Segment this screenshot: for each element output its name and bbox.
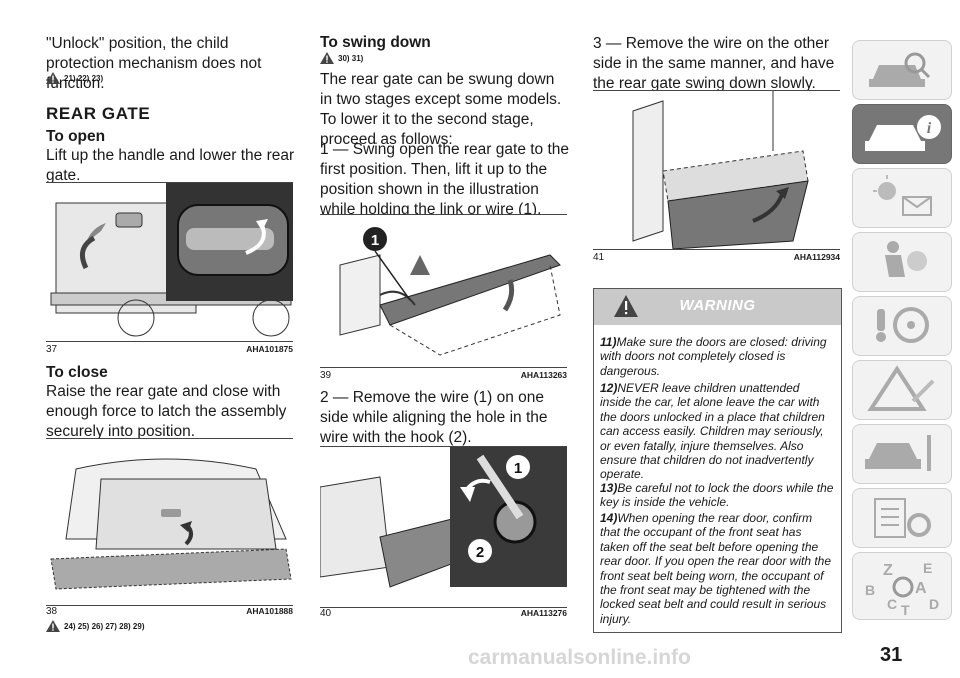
callout-1-marker	[363, 227, 387, 251]
warning-number: 11)	[600, 335, 617, 349]
warning-refs: 30) 31)	[338, 53, 364, 63]
warning-refs: 24) 25) 26) 27) 28) 29)	[64, 621, 145, 631]
step-3-text: 3 — Remove the wire on the other side in…	[593, 35, 835, 92]
figure-38-caption: 38 AHA101888	[46, 606, 293, 617]
tab-car-search[interactable]	[852, 40, 952, 100]
warning-triangle-icon	[46, 620, 60, 632]
index-letter: C	[887, 596, 897, 612]
swing-down-first-stage-illustration: 1	[339, 227, 561, 356]
alphabetical-index-icon: Z E A B C T D	[865, 560, 939, 618]
warning-item-14: 14)When opening the rear door, confirm t…	[600, 511, 834, 626]
callout-1-label: 1	[514, 460, 522, 477]
figure-38	[46, 438, 293, 606]
warning-text: Make sure the doors are closed: driving …	[600, 335, 827, 378]
figure-40-caption: 40 AHA113276	[320, 608, 567, 619]
warning-number: 13)	[600, 481, 618, 495]
warning-item-11: 11)Make sure the doors are closed: drivi…	[600, 335, 834, 378]
close-title: To close	[46, 364, 108, 381]
figure-code: AHA113276	[520, 608, 567, 618]
figure-39: 1	[320, 214, 567, 368]
warning-number: 12)	[600, 381, 618, 395]
warning-item-12: 12)NEVER leave children unattended insid…	[600, 381, 834, 482]
car-search-icon	[869, 52, 931, 87]
warning-triangle-icon	[46, 72, 60, 84]
index-letter: T	[901, 602, 910, 618]
close-text: Raise the rear gate and close with enoug…	[46, 383, 287, 440]
figure-41-caption: 41 AHA112934	[593, 252, 840, 263]
figure-number: 39	[320, 370, 332, 381]
intro-warning-refs: 21) 22) 23)	[46, 72, 103, 84]
warning-lights-message-icon	[873, 175, 932, 216]
callout-1-marker	[506, 455, 530, 479]
figure-code: AHA101875	[246, 344, 293, 354]
swing-warning-refs: 30) 31)	[320, 52, 363, 64]
figure-37	[46, 182, 293, 342]
callout-2-marker	[468, 539, 492, 563]
rear-gate-close-illustration	[50, 458, 292, 590]
warning-box: WARNING 11)Make sure the doors are close…	[593, 288, 842, 633]
figure-code: AHA101888	[246, 606, 293, 616]
figure-number: 40	[320, 608, 332, 619]
warning-triangle-tools-icon	[867, 365, 935, 411]
warning-item-13: 13)Be careful not to lock the doors whil…	[600, 481, 834, 510]
warning-title: WARNING	[679, 297, 756, 314]
section-title: REAR GATE	[46, 104, 151, 123]
figure-37-caption: 37 AHA101875	[46, 344, 293, 355]
watermark: carmanualsonline.info	[468, 646, 691, 669]
tab-index[interactable]: Z E A B C T D	[852, 552, 952, 620]
figure-number: 41	[593, 252, 605, 263]
car-wrench-icon	[865, 435, 931, 471]
index-letter: B	[865, 582, 875, 598]
callout-2-label: 2	[476, 544, 484, 561]
warning-header: WARNING	[594, 289, 841, 325]
figure-number: 37	[46, 344, 58, 355]
open-title: To open	[46, 128, 106, 145]
open-text: Lift up the handle and lower the rear ga…	[46, 147, 295, 184]
tab-emergency[interactable]	[852, 360, 952, 420]
tab-warning-lights[interactable]	[852, 168, 952, 228]
warning-refs: 21) 22) 23)	[64, 73, 104, 83]
car-info-icon: i	[865, 115, 941, 151]
intro-text: "Unlock" position, the child protection …	[46, 35, 262, 92]
warning-number: 14)	[600, 511, 618, 525]
rear-gate-handle-illustration	[50, 183, 293, 337]
warning-text: NEVER leave children unattended inside t…	[600, 381, 825, 482]
warning-text: When opening the rear door, confirm that…	[600, 511, 832, 626]
index-letter: A	[915, 580, 927, 597]
key-steering-wheel-icon	[876, 307, 929, 343]
figure-41	[593, 90, 840, 250]
figure-38-warning-refs: 24) 25) 26) 27) 28) 29)	[46, 620, 145, 632]
svg-text:i: i	[927, 120, 932, 137]
tab-technical-specs[interactable]	[852, 488, 952, 548]
index-letter: D	[929, 596, 939, 612]
callout-1-label: 1	[371, 232, 379, 249]
step-2-text: 2 — Remove the wire (1) on one side whil…	[320, 389, 548, 446]
tab-car-info[interactable]: i	[852, 104, 952, 164]
swing-text: The rear gate can be swung down in two s…	[320, 71, 562, 148]
index-letter: E	[923, 560, 932, 576]
specifications-gear-icon	[874, 498, 931, 538]
warning-triangle-icon	[320, 52, 334, 64]
remove-wire-illustration: 1 2	[320, 447, 567, 588]
warning-text: Be careful not to lock the doors while t…	[600, 481, 834, 510]
page-number: 31	[880, 644, 903, 666]
figure-code: AHA113263	[520, 370, 567, 380]
figure-code: AHA112934	[793, 252, 840, 262]
warning-triangle-icon	[614, 295, 638, 317]
step-1-text: 1 — Swing open the rear gate to the firs…	[320, 141, 570, 218]
swing-title: To swing down	[320, 34, 431, 51]
figure-40: 1 2	[320, 446, 567, 608]
tab-maintenance[interactable]	[852, 424, 952, 484]
index-letter: Z	[883, 562, 893, 579]
figure-39-caption: 39 AHA113263	[320, 370, 567, 381]
figure-number: 38	[46, 606, 58, 617]
swing-down-second-stage-illustration	[632, 91, 809, 249]
tab-starting-driving[interactable]	[852, 296, 952, 356]
tab-safety[interactable]	[852, 232, 952, 292]
airbag-seat-icon	[885, 241, 927, 277]
